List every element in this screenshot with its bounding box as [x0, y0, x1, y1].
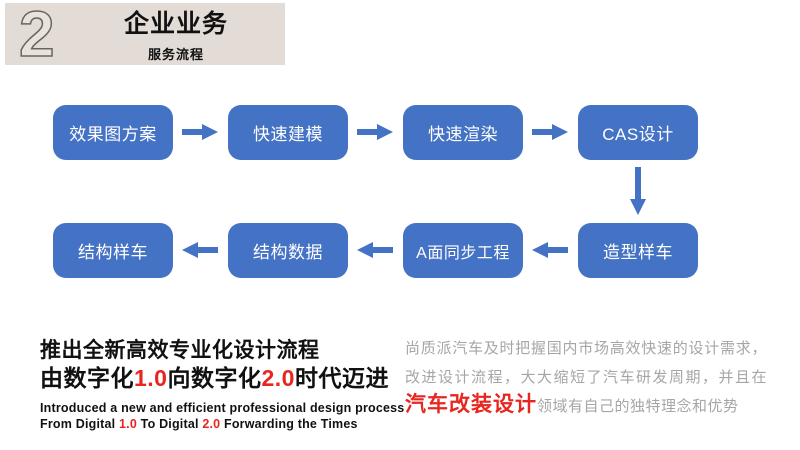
digital-1-0-en-label: 1.0	[119, 417, 137, 431]
arrow-left-icon	[182, 241, 218, 259]
section-title-group: 企业业务 服务流程	[93, 10, 259, 63]
arrow-right-icon	[357, 123, 393, 141]
arrow-right-icon	[532, 123, 568, 141]
arrow-down-icon	[629, 167, 647, 215]
flow-step-a-surface-engineering: A面同步工程	[403, 223, 523, 278]
en-line2-part: From Digital	[40, 417, 119, 431]
en-line2-part: To Digital	[136, 417, 203, 431]
description-text: 领域有自己的独特理念和优势	[537, 398, 739, 415]
car-refit-design-highlight: 汽车改装设计	[405, 393, 537, 416]
description-paragraph: 尚质派汽车及时把握国内市场高效快速的设计需求，改进设计流程，大大缩短了汽车研发周…	[405, 334, 767, 421]
arrow-left-icon	[357, 241, 393, 259]
cn-line2-part: 时代迈进	[294, 365, 389, 391]
key-message-line1: 推出全新高效专业化设计流程	[40, 339, 320, 362]
digital-1-0-label: 1.0	[134, 365, 168, 391]
arrow-left-icon	[532, 241, 568, 259]
page-title: 企业业务	[123, 10, 228, 38]
page-subtitle: 服务流程	[147, 47, 204, 62]
key-message-en-line1: Introduced a new and efficient professio…	[40, 401, 405, 415]
en-line2-part: Forwarding the Times	[220, 417, 358, 431]
digital-2-0-label: 2.0	[261, 365, 295, 391]
arrow-right-icon	[182, 123, 218, 141]
digital-2-0-en-label: 2.0	[202, 417, 221, 431]
flow-step-rapid-modeling: 快速建模	[228, 105, 348, 160]
section-header-block: 2 企业业务 服务流程	[5, 0, 285, 70]
flow-step-rapid-rendering: 快速渲染	[403, 105, 523, 160]
flow-step-structural-data: 结构数据	[228, 223, 348, 278]
cn-line2-part: 由数字化	[40, 365, 134, 391]
section-number: 2	[18, 0, 55, 70]
key-message-line2: 由数字化1.0向数字化2.0时代迈进	[40, 364, 404, 393]
cn-line2-part: 向数字化	[167, 365, 262, 391]
key-message-block: 推出全新高效专业化设计流程 由数字化1.0向数字化2.0时代迈进 Introdu…	[40, 338, 404, 432]
key-message-en-line2: From Digital 1.0 To Digital 2.0 Forwardi…	[40, 416, 404, 432]
flow-step-styling-prototype: 造型样车	[578, 223, 698, 278]
flow-step-structural-prototype: 结构样车	[53, 223, 173, 278]
flow-step-cas-design: CAS设计	[578, 105, 698, 160]
description-text: 尚质派汽车及时把握国内市场高效快速的设计需求，改进设计流程，大大缩短了汽车研发周…	[405, 340, 767, 386]
flow-step-render-plan: 效果图方案	[53, 105, 173, 160]
